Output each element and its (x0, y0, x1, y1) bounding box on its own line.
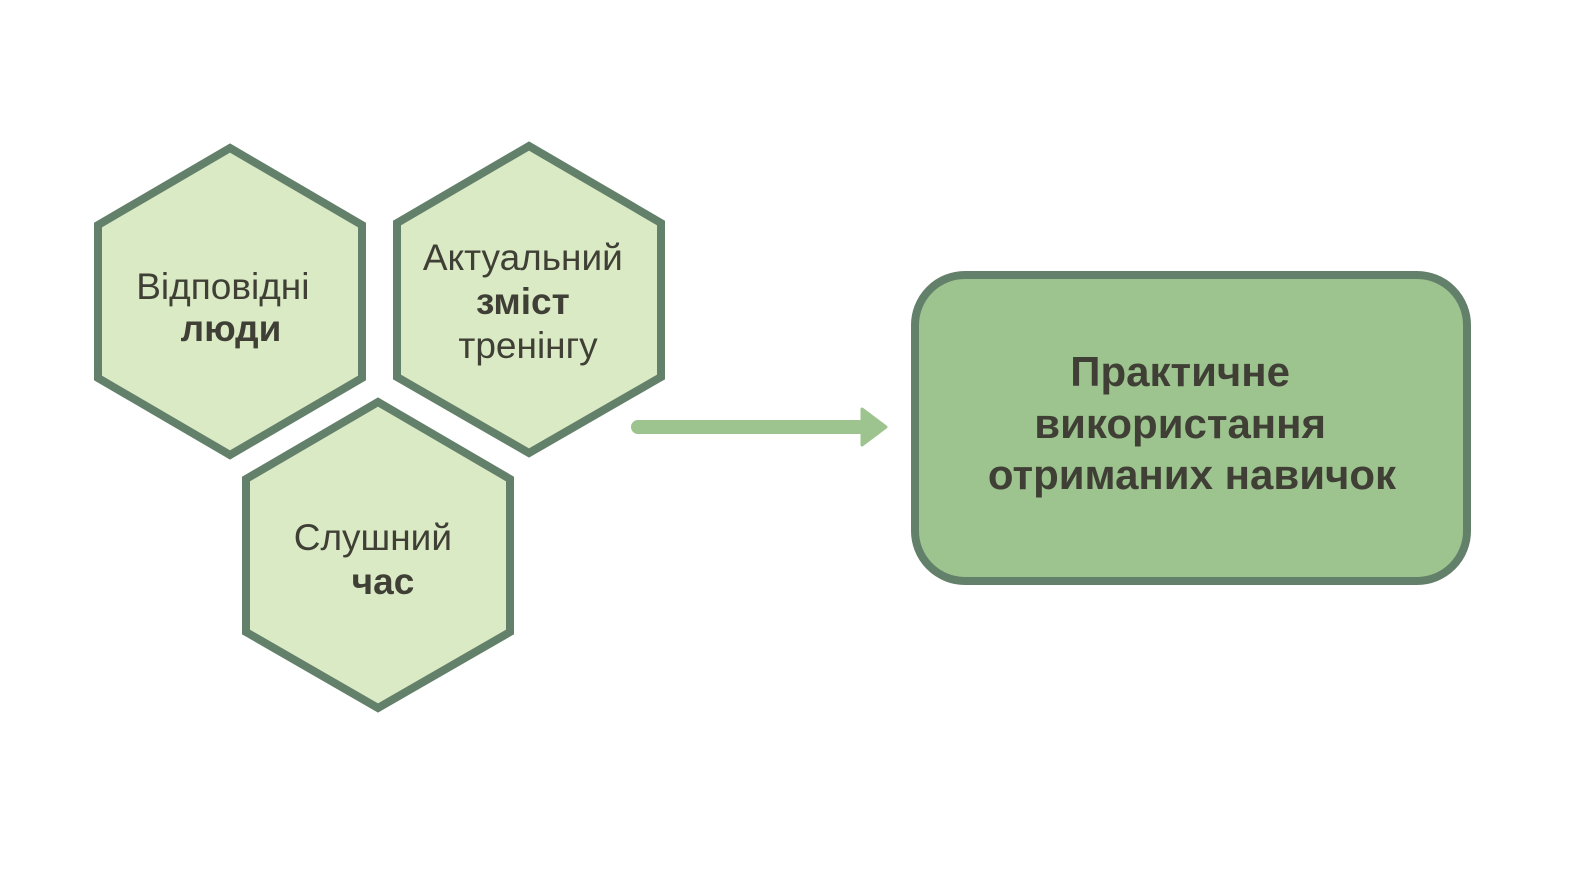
result-line3: отриманих навичок (988, 451, 1397, 498)
hexagon-content-label: Актуальний зміст тренінгу (423, 237, 633, 366)
hexagon-people-shape (94, 143, 366, 460)
hexagon-time-line1: Слушний (294, 517, 452, 558)
result-box-shape (911, 271, 1471, 585)
hexagon-people-line1: Відповідні (136, 266, 309, 307)
hexagon-content: Актуальний зміст тренінгу (393, 141, 665, 458)
result-box-label: Практичне використання отриманих навичок (988, 348, 1397, 498)
arrow (631, 407, 888, 447)
hexagon-content-line3: тренінгу (458, 325, 598, 366)
hexagon-time-shape (242, 397, 514, 713)
result-box: Практичне використання отриманих навичок (911, 271, 1471, 585)
hexagon-people-line2: люди (181, 308, 282, 349)
arrow-head-icon (860, 407, 888, 447)
hexagon-content-shape (393, 141, 665, 458)
result-line2: використання (1034, 400, 1326, 447)
hexagon-people-label: Відповідні люди (136, 266, 320, 349)
result-line1: Практичне (1070, 348, 1290, 395)
hexagon-time: Слушний час (242, 397, 514, 713)
hexagon-time-line2: час (352, 561, 415, 602)
hexagon-people: Відповідні люди (94, 143, 366, 460)
hexagon-time-label: Слушний час (294, 517, 463, 602)
hexagon-content-line1: Актуальний (423, 237, 623, 278)
hexagon-content-line2: зміст (476, 281, 570, 322)
